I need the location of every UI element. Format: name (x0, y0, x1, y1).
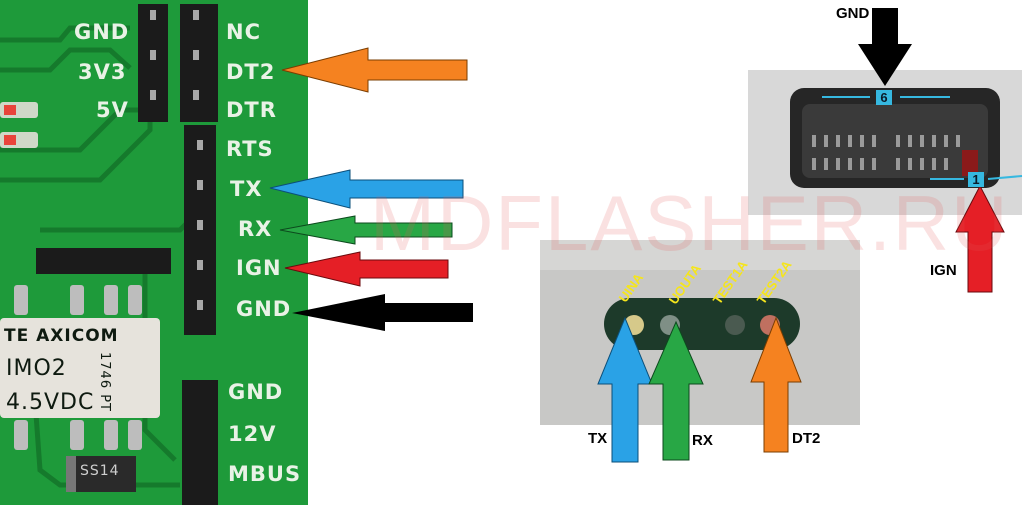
gnd-down-arrow (858, 8, 912, 86)
pcb-label-rts: RTS (226, 137, 274, 161)
pcb-label-3v3: 3V3 (78, 60, 127, 84)
green-arrow (279, 215, 453, 245)
pcb-label-gnd-pin: GND (236, 297, 292, 321)
pin-1-badge: 1 (968, 172, 984, 187)
red-arrow (284, 251, 449, 287)
pcb-label-gnd: GND (74, 20, 130, 44)
pcb-traces (0, 4, 218, 505)
pcb-label-rx: RX (238, 217, 273, 241)
connector-label-tx: TX (588, 430, 608, 447)
relay-label-brand: TE AXICOM (4, 326, 119, 346)
pin-6-badge: 6 (876, 90, 892, 105)
ign-up-arrow (955, 184, 1005, 293)
dt2-up-arrow (750, 316, 802, 453)
black-arrow (292, 294, 473, 331)
connector-label-rx: RX (692, 432, 713, 449)
pcb-label-nc: NC (226, 20, 261, 44)
plug-label-gnd: GND (836, 5, 870, 22)
relay-label-model: IMO2 (6, 356, 67, 381)
pcb-label-tx: TX (230, 177, 263, 201)
blue-arrow (269, 169, 464, 209)
plug-label-ign: IGN (930, 262, 957, 279)
pcb-label-dt2: DT2 (226, 60, 276, 84)
pcb-label-12v: 12V (228, 422, 277, 446)
pcb-label-gnd-lower: GND (228, 380, 284, 404)
pcb-label-5v: 5V (96, 98, 129, 122)
relay-label-voltage: 4.5VDC (6, 390, 95, 415)
orange-arrow (281, 47, 468, 93)
connector-label-dt2: DT2 (792, 430, 821, 447)
pcb-label-dtr: DTR (226, 98, 277, 122)
pcb-label-mbus: MBUS (228, 462, 302, 486)
rx-up-arrow (648, 320, 704, 461)
pcb-board: GND 3V3 5V NC DT2 DTR RTS TX RX IGN GND … (0, 0, 308, 505)
diode-label: SS14 (80, 463, 120, 479)
pcb-label-ign: IGN (236, 256, 282, 280)
